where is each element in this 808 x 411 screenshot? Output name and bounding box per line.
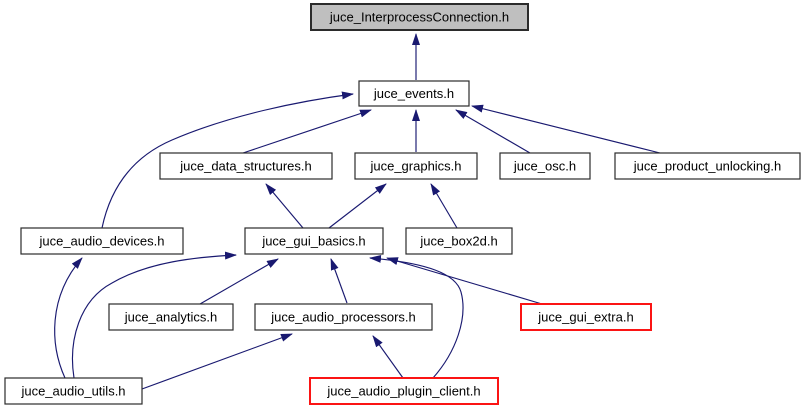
edge-juce_audio_plugin_client-to-juce_gui_basics xyxy=(369,254,464,379)
node-label-juce_InterprocessConnection: juce_InterprocessConnection.h xyxy=(329,10,509,25)
node-box-juce_data_structures xyxy=(159,152,333,180)
node-box-juce_audio_processors xyxy=(254,303,433,331)
edge-juce_audio_utils-to-juce_gui_basics xyxy=(71,251,237,379)
node-juce_InterprocessConnection[interactable]: juce_InterprocessConnection.h xyxy=(310,3,529,31)
node-juce_gui_extra[interactable]: juce_gui_extra.h xyxy=(520,303,652,331)
node-box-juce_gui_basics xyxy=(244,227,384,255)
node-label-juce_data_structures: juce_data_structures.h xyxy=(179,159,312,174)
node-juce_audio_devices[interactable]: juce_audio_devices.h xyxy=(20,227,184,255)
edge-juce_audio_plugin_client-to-juce_audio_processors xyxy=(372,335,404,379)
node-box-juce_gui_extra xyxy=(520,303,652,331)
edge-juce_gui_extra-to-juce_gui_basics xyxy=(386,257,543,305)
node-box-juce_product_unlocking xyxy=(614,152,801,180)
node-box-juce_events xyxy=(358,80,470,107)
node-label-juce_audio_processors: juce_audio_processors.h xyxy=(270,310,416,325)
node-box-juce_graphics xyxy=(354,152,478,180)
node-box-juce_analytics xyxy=(108,303,234,331)
edge-juce_data_structures-to-juce_events xyxy=(242,109,372,154)
node-juce_analytics[interactable]: juce_analytics.h xyxy=(108,303,234,331)
edge-juce_audio_utils-to-juce_audio_devices xyxy=(54,257,83,379)
node-juce_osc[interactable]: juce_osc.h xyxy=(499,152,591,180)
node-juce_audio_plugin_client[interactable]: juce_audio_plugin_client.h xyxy=(309,377,499,405)
node-box-juce_InterprocessConnection xyxy=(310,3,529,31)
node-label-juce_graphics: juce_graphics.h xyxy=(369,159,461,174)
node-juce_box2d[interactable]: juce_box2d.h xyxy=(405,227,513,255)
edge-juce_audio_devices-to-juce_events xyxy=(101,91,354,229)
node-label-juce_audio_devices: juce_audio_devices.h xyxy=(38,234,164,249)
edge-juce_audio_processors-to-juce_gui_basics xyxy=(330,258,348,304)
node-label-juce_box2d: juce_box2d.h xyxy=(419,234,497,249)
edge-juce_audio_utils-to-juce_audio_processors xyxy=(141,333,293,390)
edge-juce_box2d-to-juce_graphics xyxy=(430,183,458,229)
node-juce_graphics[interactable]: juce_graphics.h xyxy=(354,152,478,180)
node-juce_audio_processors[interactable]: juce_audio_processors.h xyxy=(254,303,433,331)
node-label-juce_audio_plugin_client: juce_audio_plugin_client.h xyxy=(326,384,480,399)
node-juce_audio_utils[interactable]: juce_audio_utils.h xyxy=(4,377,143,405)
node-juce_events[interactable]: juce_events.h xyxy=(358,80,470,107)
node-box-juce_osc xyxy=(499,152,591,180)
node-label-juce_events: juce_events.h xyxy=(373,86,454,101)
edge-juce_gui_basics-to-juce_data_structures xyxy=(265,183,304,229)
node-juce_product_unlocking[interactable]: juce_product_unlocking.h xyxy=(614,152,801,180)
node-box-juce_audio_plugin_client xyxy=(309,377,499,405)
edge-juce_osc-to-juce_events xyxy=(455,109,531,154)
node-label-juce_product_unlocking: juce_product_unlocking.h xyxy=(633,159,781,174)
edges-layer xyxy=(54,33,661,390)
node-juce_data_structures[interactable]: juce_data_structures.h xyxy=(159,152,333,180)
edge-juce_gui_basics-to-juce_graphics xyxy=(328,183,387,229)
node-label-juce_gui_basics: juce_gui_basics.h xyxy=(261,234,365,249)
node-box-juce_audio_utils xyxy=(4,377,143,405)
node-label-juce_osc: juce_osc.h xyxy=(513,159,576,174)
nodes-layer: juce_InterprocessConnection.h juce_events… xyxy=(4,3,801,405)
edge-juce_analytics-to-juce_gui_basics xyxy=(199,258,279,305)
node-label-juce_audio_utils: juce_audio_utils.h xyxy=(20,384,125,399)
edge-juce_product_unlocking-to-juce_events xyxy=(471,104,661,154)
node-juce_gui_basics[interactable]: juce_gui_basics.h xyxy=(244,227,384,255)
node-label-juce_analytics: juce_analytics.h xyxy=(124,310,218,325)
node-box-juce_audio_devices xyxy=(20,227,184,255)
node-box-juce_box2d xyxy=(405,227,513,255)
node-label-juce_gui_extra: juce_gui_extra.h xyxy=(537,310,633,325)
